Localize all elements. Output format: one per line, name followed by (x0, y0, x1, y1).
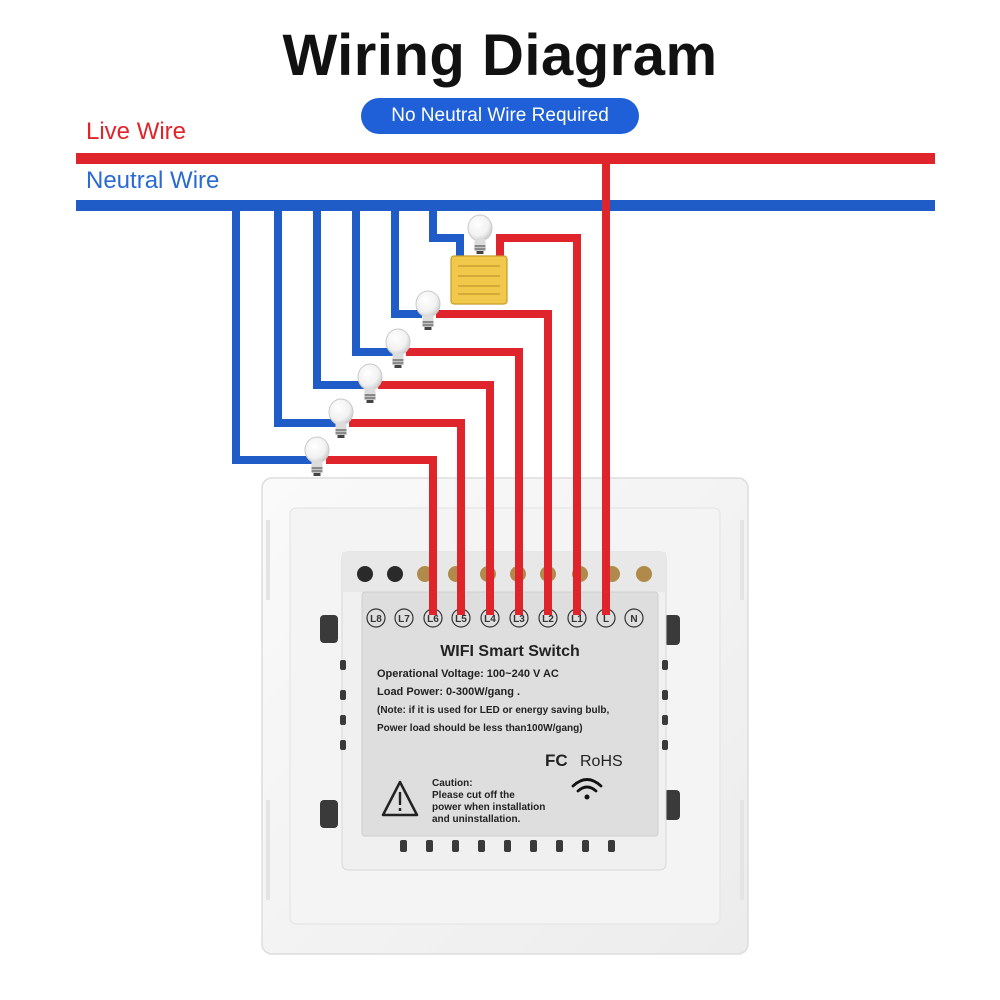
wifi-icon (571, 778, 603, 800)
load-wire-l3 (406, 348, 523, 615)
load-wire-l6 (326, 456, 437, 615)
bulb-icon (304, 436, 330, 477)
live-wire-label: Live Wire (86, 118, 187, 145)
terminal-label: L3 (513, 614, 525, 625)
warning-icon (381, 780, 419, 817)
neutral-wire-bus (76, 200, 935, 211)
caution-line: power when installation (432, 802, 545, 813)
spec-note-2: Power load should be less than100W/gang) (377, 723, 583, 734)
page-title: Wiring Diagram (282, 23, 718, 88)
terminal-label: L6 (427, 614, 439, 625)
live-wire-bus (76, 153, 935, 164)
screw (387, 566, 403, 582)
fcc-mark: FC (545, 751, 568, 770)
label-text: WIFI Smart Switch Operational Voltage: 1… (377, 643, 623, 825)
load-wire-l4 (378, 381, 494, 615)
terminal-label: L (603, 614, 609, 625)
neutral-drop-l2 (391, 206, 422, 318)
terminal-label: L5 (455, 614, 467, 625)
mount-clip-left-bottom (320, 800, 338, 828)
terminal-label: N (630, 614, 637, 625)
mount-clip-left-top (320, 615, 338, 643)
mount-clip-right-bottom (664, 790, 680, 820)
spec-load: Load Power: 0-300W/gang . (377, 686, 520, 698)
neutral-drop-l6 (232, 206, 312, 464)
bottom-vents (400, 840, 615, 852)
neutral-drop-l4 (313, 206, 365, 389)
screw (357, 566, 373, 582)
screw (636, 566, 652, 582)
rohs-mark: RoHS (580, 753, 623, 770)
product-name: WIFI Smart Switch (440, 643, 580, 660)
bulb-icon (385, 328, 411, 369)
caution-line: Please cut off the (432, 790, 515, 801)
caution-title: Caution: (432, 778, 473, 789)
bulb-icon (467, 214, 493, 255)
bulb-icon (415, 290, 441, 331)
capacitor-icon (450, 255, 508, 305)
load-wires (326, 158, 610, 615)
mount-clip-right-top (664, 615, 680, 645)
terminal-label: L4 (484, 614, 496, 625)
terminal-label: L2 (542, 614, 554, 625)
spec-voltage: Operational Voltage: 100~240 V AC (377, 668, 559, 680)
switch-body: L8 L7 L6 L5 L4 L3 L2 L1 L N WIFI Smart S… (261, 477, 749, 955)
neutral-drop-l3 (352, 206, 393, 356)
neutral-wire-label: Neutral Wire (86, 167, 220, 194)
neutral-drops (232, 206, 464, 464)
label-panel (361, 591, 659, 837)
load-wire-l1 (496, 234, 581, 615)
terminal-label: L1 (571, 614, 583, 625)
bulb-icon (357, 363, 383, 404)
neutral-drop-l5 (274, 206, 336, 427)
side-vents-left (340, 660, 346, 750)
terminal-label: L8 (370, 614, 382, 625)
side-vents-right (662, 660, 668, 750)
spec-note-1: (Note: if it is used for LED or energy s… (377, 705, 609, 716)
bulb-icon (328, 398, 354, 439)
terminal-label: L7 (398, 614, 410, 625)
load-wire-l2 (436, 310, 552, 615)
neutral-drop-l1 (429, 206, 464, 256)
load-wire-l5 (349, 419, 465, 615)
caution-line: and uninstallation. (432, 814, 521, 825)
no-neutral-badge: No Neutral Wire Required (361, 98, 639, 134)
